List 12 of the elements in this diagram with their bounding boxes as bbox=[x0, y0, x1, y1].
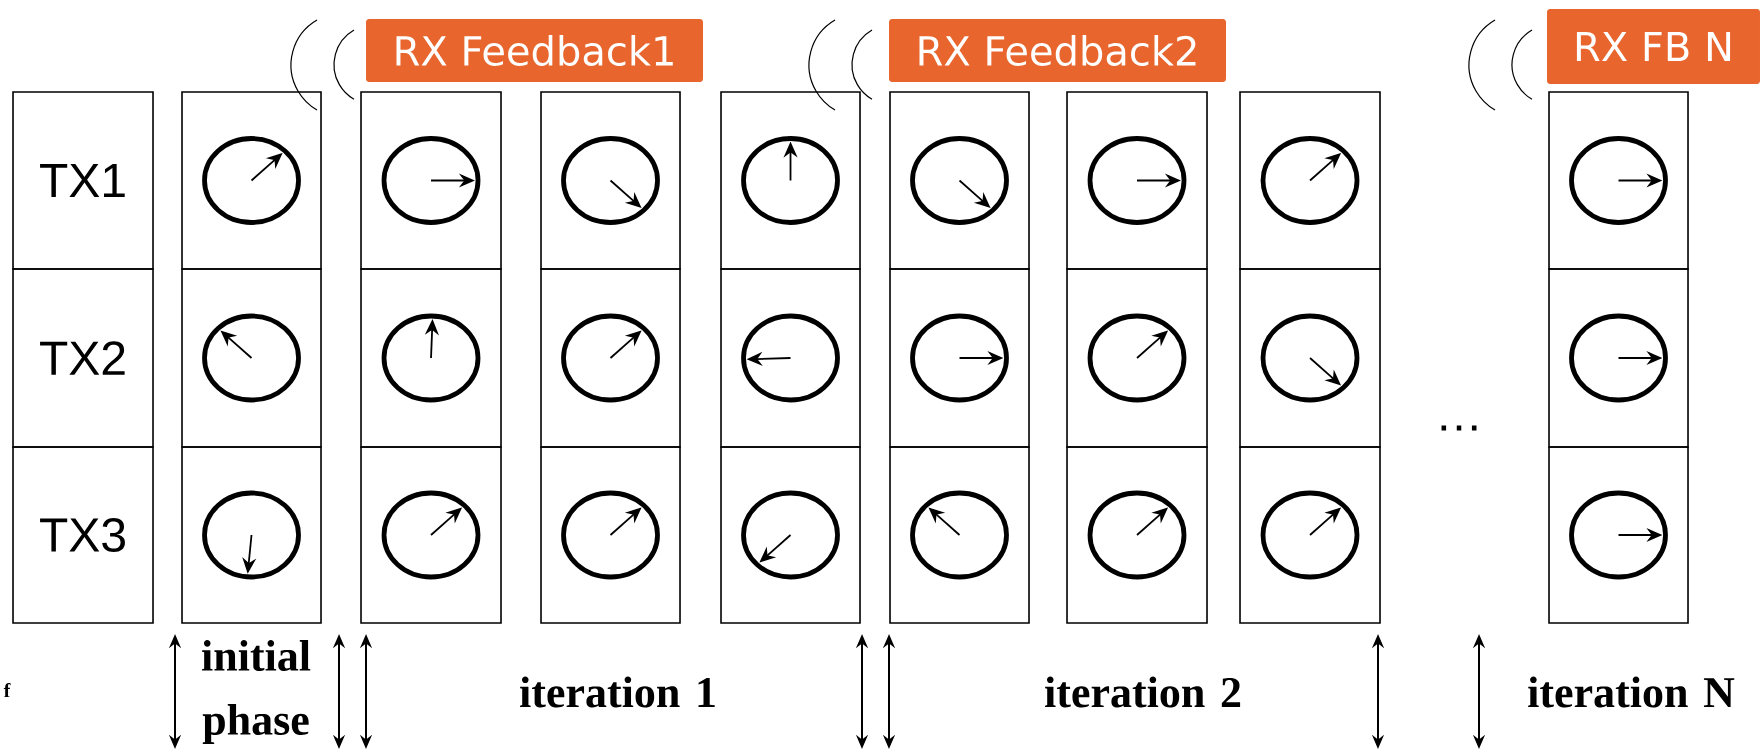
row-header-cell: TX3 bbox=[12, 446, 154, 624]
phase-label: iteration 1 bbox=[520, 676, 715, 708]
phase-label: iteration N bbox=[1528, 676, 1735, 708]
feedback-banner: RX FB N bbox=[1547, 9, 1760, 84]
phase-label: iteration 2 bbox=[1045, 676, 1241, 708]
row-header-cell: TX2 bbox=[12, 268, 154, 448]
phase-label: initial phase bbox=[202, 640, 311, 744]
feedback-banner: RX Feedback1 bbox=[366, 19, 703, 82]
row-header-cell: TX1 bbox=[12, 91, 154, 270]
ellipsis: … bbox=[1441, 425, 1477, 431]
text-fragment: f bbox=[3, 682, 11, 698]
feedback-banner: RX Feedback2 bbox=[889, 19, 1226, 82]
